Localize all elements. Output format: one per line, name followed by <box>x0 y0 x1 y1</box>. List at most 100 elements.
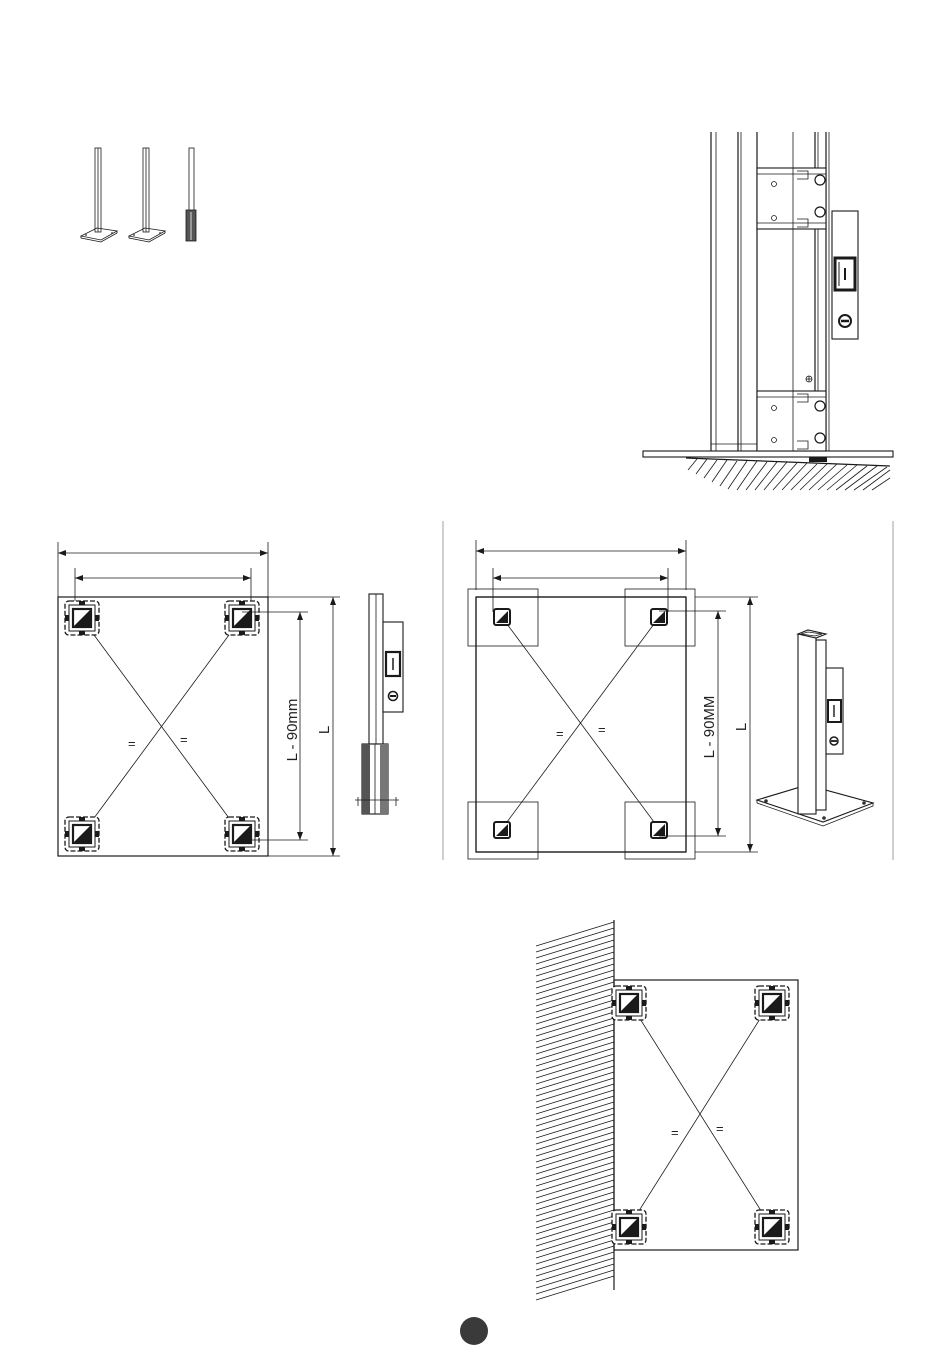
hatch-line <box>536 1102 614 1126</box>
hatch-line <box>536 1174 614 1198</box>
corner-post-marker <box>65 601 99 635</box>
ground-hatching <box>686 458 890 490</box>
hatch-line <box>536 982 614 1006</box>
hatch-line <box>536 1204 614 1228</box>
hatch-line <box>536 1018 614 1042</box>
hatch-line <box>536 1150 614 1174</box>
hatch-line <box>536 1096 614 1120</box>
corner-post-marker <box>612 1210 646 1244</box>
dimension-label-inner: L - 90MM <box>701 696 718 759</box>
diagonal-equal-mark: = <box>598 722 606 737</box>
corner-post-marker <box>612 986 646 1020</box>
hatch-line <box>536 1048 614 1072</box>
diagonal-equal-mark: = <box>180 732 188 747</box>
hatch-line <box>536 1156 614 1180</box>
hatch-line <box>536 1072 614 1096</box>
hatch-line <box>536 1036 614 1060</box>
hatch-line <box>536 1024 614 1048</box>
diagonal-equal-mark: = <box>128 736 136 751</box>
wall-hatching <box>536 922 614 1300</box>
hatch-line <box>536 1240 614 1264</box>
hatch-line <box>536 1210 614 1234</box>
hatch-line <box>536 922 614 946</box>
hatch-line <box>536 934 614 958</box>
post-with-base-plate-3d-view <box>757 630 873 826</box>
spirit-level-icon <box>832 211 858 339</box>
hatch-line <box>536 1162 614 1186</box>
post-marker <box>494 609 510 625</box>
dimension-label-outer: L <box>733 723 750 731</box>
panel-outline <box>476 597 686 852</box>
hatch-line <box>536 1078 614 1102</box>
hatch-line <box>536 1186 614 1210</box>
dimension-label-inner: L - 90mm <box>284 699 301 762</box>
hatch-line <box>536 964 614 988</box>
hatch-line <box>536 988 614 1012</box>
hatch-line <box>536 1066 614 1090</box>
width-dimension-inner <box>493 568 668 612</box>
hatch-line <box>536 1144 614 1168</box>
post-with-square-plate <box>81 148 117 242</box>
hatch-line <box>536 1276 614 1300</box>
width-dimension-outer <box>58 542 268 597</box>
hatch-line <box>536 1258 614 1282</box>
post-types-illustration <box>81 148 196 242</box>
upper-bracket <box>757 168 826 229</box>
hatch-line <box>536 1222 614 1246</box>
hatch-line <box>536 994 614 1018</box>
post-with-ground-spike <box>186 148 196 241</box>
post-marker <box>494 822 510 838</box>
base-plate-layout: = = L - 90MM L <box>468 540 873 859</box>
hatch-line <box>536 1114 614 1138</box>
hatch-line <box>536 1000 614 1024</box>
hatch-line <box>536 952 614 976</box>
hatch-line <box>536 1084 614 1108</box>
hatch-line <box>536 1138 614 1162</box>
corner-post-marker <box>755 986 789 1020</box>
hatch-line <box>536 1264 614 1288</box>
hatch-line <box>536 1120 614 1144</box>
hatch-line <box>536 1252 614 1276</box>
dimension-label-outer: L <box>316 726 333 734</box>
hatch-line <box>536 1030 614 1054</box>
hatch-line <box>536 1198 614 1222</box>
hatch-line <box>536 958 614 982</box>
corner-post-marker <box>755 1210 789 1244</box>
corner-post-marker <box>65 817 99 851</box>
post-marker <box>651 609 667 625</box>
post-with-round-plate <box>129 148 165 242</box>
page-number-circle <box>460 1317 488 1345</box>
hatch-line <box>536 940 614 964</box>
hatch-line <box>536 1054 614 1078</box>
hatch-line <box>536 970 614 994</box>
hatch-line <box>536 1006 614 1030</box>
hatch-line <box>536 1042 614 1066</box>
hatch-line <box>536 946 614 970</box>
hatch-line <box>536 1126 614 1150</box>
hatch-line <box>536 1108 614 1132</box>
hatch-line <box>536 928 614 952</box>
post-elevation-detail <box>643 132 893 490</box>
diagonal-equal-mark: = <box>671 1125 679 1140</box>
hatch-line <box>536 1180 614 1204</box>
hatch-line <box>536 1234 614 1258</box>
hatch-line <box>536 1090 614 1114</box>
diagonal-equal-mark: = <box>716 1121 724 1136</box>
hatch-line <box>536 1270 614 1294</box>
corner-post-marker <box>225 601 259 635</box>
hatch-line <box>536 976 614 1000</box>
diagonal-equal-mark: = <box>556 726 564 741</box>
lower-bracket <box>757 376 826 451</box>
hatch-line <box>536 1246 614 1270</box>
hatch-line <box>536 1012 614 1036</box>
hatch-line <box>536 1216 614 1240</box>
hatch-line <box>536 1060 614 1084</box>
post-with-spike-side-view <box>355 594 403 814</box>
width-dimension-outer <box>476 540 686 590</box>
corner-post-marker <box>225 817 259 851</box>
hatch-line <box>536 1192 614 1216</box>
hatch-line <box>536 1132 614 1156</box>
hatch-line <box>536 1168 614 1192</box>
hatch-line <box>536 1228 614 1252</box>
